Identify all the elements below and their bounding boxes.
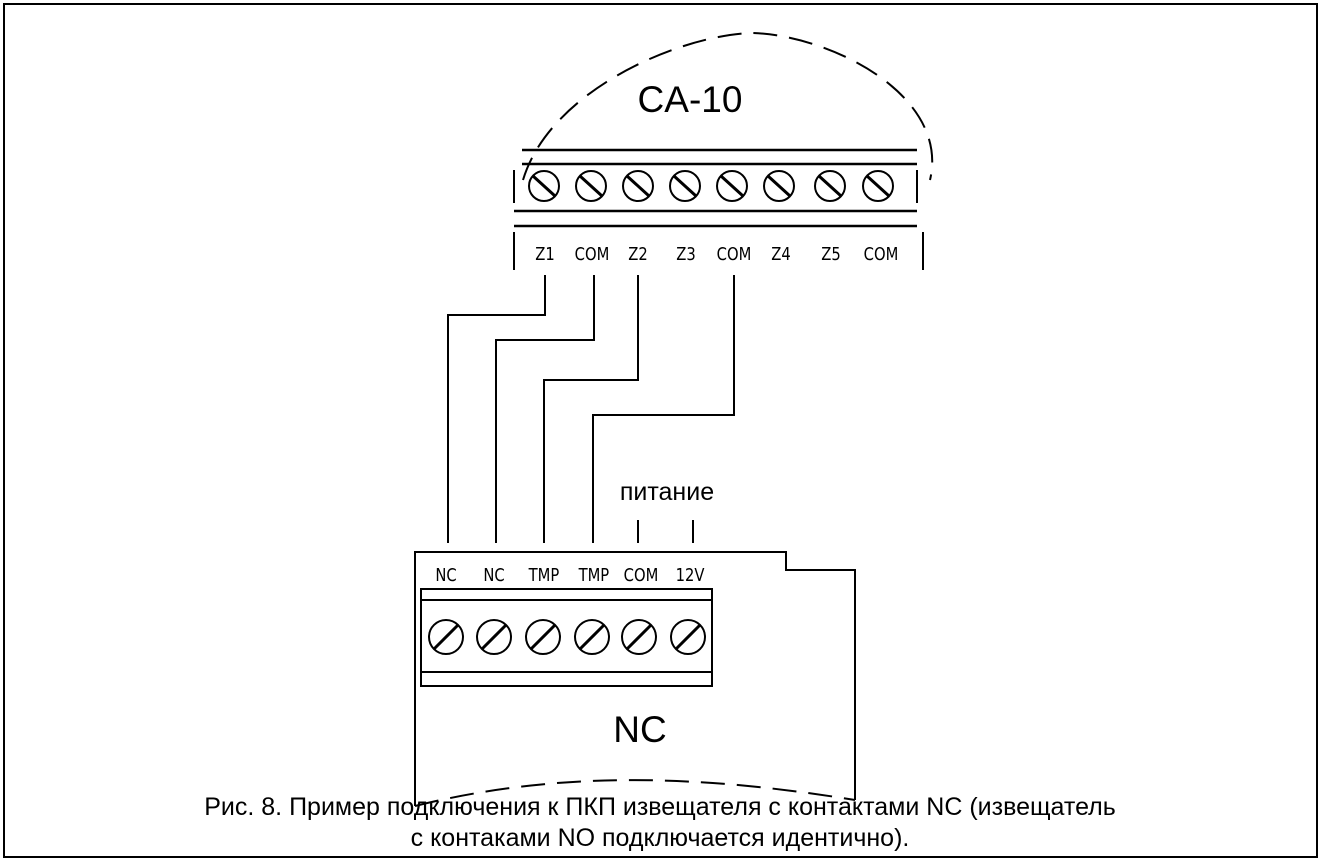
detector-terminal-label: NC xyxy=(435,565,456,586)
power-label: питание xyxy=(620,478,714,506)
ca10-housing-outline xyxy=(522,31,934,181)
ca10-terminal-label: COM xyxy=(864,244,899,265)
detector-terminal-label: TMP xyxy=(528,565,560,586)
detector-screw-6 xyxy=(670,619,706,655)
ca10-screw-8 xyxy=(862,170,894,202)
ca10-screw-1 xyxy=(528,170,560,202)
wire-z1-to-nc xyxy=(447,275,546,543)
ca10-module: CA-10 Z1 COM Z2 Z3 COM Z4 Z5 COM xyxy=(513,31,934,270)
ca10-terminal-label: Z2 xyxy=(628,244,647,265)
wire-com-to-nc xyxy=(495,275,595,543)
detector-title: NC xyxy=(613,709,666,750)
detector-screw-5 xyxy=(621,619,657,655)
wire-z2-to-tmp xyxy=(543,275,639,543)
ca10-terminal-label: Z4 xyxy=(771,244,790,265)
detector-screw-3 xyxy=(525,619,561,655)
ca10-screw-4 xyxy=(669,170,701,202)
detector-terminal-label: NC xyxy=(483,565,504,586)
ca10-screw-3 xyxy=(622,170,654,202)
wire-com-to-tmp xyxy=(592,275,735,543)
detector-terminal-label: COM xyxy=(624,565,659,586)
ca10-terminal-label: Z3 xyxy=(676,244,695,265)
ca10-terminal-label: COM xyxy=(575,244,610,265)
diagram-border xyxy=(3,3,1318,858)
detector-terminal-block xyxy=(420,588,713,687)
ca10-title: CA-10 xyxy=(638,79,743,120)
ca10-screw-6 xyxy=(763,170,795,202)
ca10-terminal-label: Z1 xyxy=(535,244,554,265)
detector-terminal-label: TMP xyxy=(578,565,610,586)
ca10-screw-2 xyxy=(575,170,607,202)
ca10-terminal-label: COM xyxy=(717,244,752,265)
detector-terminal-label: 12V xyxy=(676,565,706,586)
caption-line-2: с контаками NO подключается идентично). xyxy=(411,824,910,852)
detector-screw-4 xyxy=(574,619,610,655)
ca10-terminal-label: Z5 xyxy=(821,244,840,265)
caption-line-1: Рис. 8. Пример подключения к ПКП извещат… xyxy=(204,793,1116,821)
ca10-screw-7 xyxy=(814,170,846,202)
ca10-screw-5 xyxy=(716,170,748,202)
detector-screw-1 xyxy=(428,619,464,655)
detector-module: NC NC TMP TMP COM 12V NC xyxy=(414,551,856,807)
detector-screw-2 xyxy=(476,619,512,655)
wires xyxy=(447,275,735,543)
detector-housing-outline xyxy=(414,551,856,806)
detector-bottom-edge xyxy=(414,779,856,807)
